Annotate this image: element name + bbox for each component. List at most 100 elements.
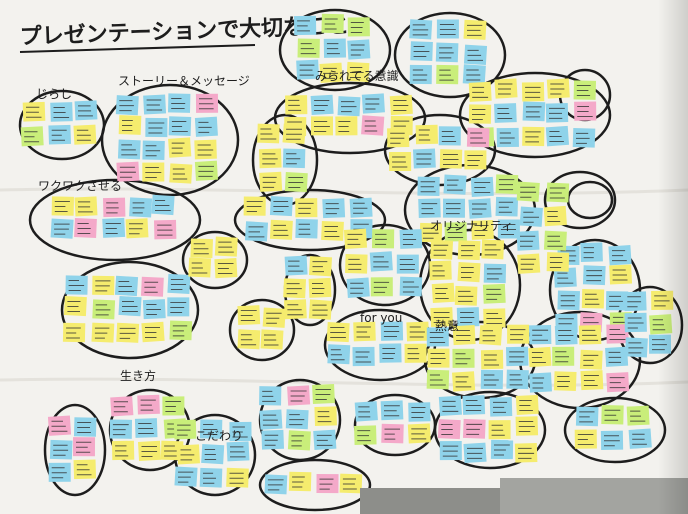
sticky-note <box>361 93 385 114</box>
sticky-note <box>522 101 546 122</box>
sticky-note <box>552 346 575 366</box>
sticky-note <box>543 205 567 227</box>
sticky-note <box>293 15 317 36</box>
sticky-note <box>167 297 190 317</box>
sticky-note <box>529 372 552 393</box>
sticky-note <box>354 401 378 422</box>
sticky-note <box>115 95 139 116</box>
cluster-outline <box>181 230 249 290</box>
sticky-note <box>494 78 518 99</box>
sticky-note <box>322 198 346 219</box>
sticky-note <box>109 419 133 439</box>
sticky-note <box>407 423 431 444</box>
sticky-note <box>543 230 567 251</box>
sticky-note <box>145 117 168 138</box>
sticky-note <box>345 253 368 274</box>
sticky-note <box>194 139 217 160</box>
sticky-note <box>554 325 578 346</box>
cluster-outline <box>258 458 372 512</box>
sticky-note <box>295 218 318 239</box>
sticky-note <box>65 275 88 295</box>
sticky-note <box>201 443 225 465</box>
sticky-note <box>169 320 193 341</box>
sticky-note <box>194 160 218 181</box>
sticky-note <box>462 64 486 85</box>
wall-shadow <box>658 0 688 514</box>
sticky-note <box>462 395 486 415</box>
sticky-note <box>140 276 164 297</box>
sticky-note <box>557 290 580 311</box>
sticky-note <box>168 93 191 113</box>
sticky-note <box>142 140 165 161</box>
sticky-note <box>48 462 71 482</box>
sticky-note <box>438 395 462 416</box>
sticky-note <box>296 59 320 80</box>
sticky-note <box>516 181 540 202</box>
sticky-note <box>578 325 602 345</box>
sticky-note <box>529 325 552 345</box>
cluster-outline <box>543 170 617 230</box>
sticky-note <box>481 239 505 260</box>
cluster-outline <box>458 71 612 159</box>
sticky-note <box>427 348 450 368</box>
sticky-note <box>430 239 454 260</box>
cluster-label: for you <box>360 311 402 325</box>
sticky-note <box>327 344 351 365</box>
cluster-outline <box>383 113 497 187</box>
sticky-note <box>389 151 412 172</box>
sticky-note <box>626 405 650 426</box>
sticky-note <box>177 444 200 465</box>
sticky-note <box>347 17 370 37</box>
sticky-note <box>463 442 487 463</box>
sticky-note <box>129 197 153 218</box>
sticky-note <box>406 321 430 342</box>
sticky-note <box>452 371 476 392</box>
sticky-note <box>244 221 269 242</box>
sticky-note <box>553 267 577 288</box>
sticky-note <box>151 194 175 216</box>
sticky-note <box>495 174 519 195</box>
sticky-note <box>438 126 461 146</box>
sticky-note <box>103 197 126 218</box>
sticky-note <box>321 13 344 34</box>
sticky-note <box>297 38 320 58</box>
sticky-note <box>606 372 630 393</box>
sticky-note <box>72 437 96 457</box>
sticky-note <box>506 369 529 390</box>
sticky-note <box>471 219 494 240</box>
sticky-note <box>628 428 652 449</box>
sticky-note <box>442 198 466 218</box>
sticky-note <box>464 150 487 170</box>
sticky-note <box>194 116 218 137</box>
sticky-note <box>546 182 570 203</box>
sticky-note <box>22 101 46 122</box>
sticky-note <box>347 39 371 60</box>
monitor-edge <box>360 488 520 514</box>
sticky-note <box>288 471 312 492</box>
sticky-note <box>379 343 402 363</box>
sticky-note <box>269 219 293 240</box>
sticky-note <box>282 123 306 144</box>
sticky-note <box>516 230 540 251</box>
sticky-note <box>308 256 333 277</box>
sticky-note <box>468 104 492 124</box>
sticky-note <box>269 196 293 217</box>
sticky-note <box>20 126 44 147</box>
sticky-note <box>545 103 569 123</box>
sticky-note <box>452 348 475 368</box>
sticky-note <box>494 103 517 123</box>
cluster-outline <box>433 390 547 470</box>
sticky-note <box>505 346 529 367</box>
sticky-note <box>257 123 280 144</box>
sticky-note <box>480 369 504 390</box>
sticky-note <box>396 254 419 274</box>
sticky-note <box>601 404 624 425</box>
sticky-note <box>574 101 597 121</box>
sticky-note <box>439 441 462 461</box>
sticky-note <box>308 299 333 320</box>
sticky-notes <box>20 13 674 495</box>
sticky-note <box>496 127 519 148</box>
sticky-note <box>353 321 376 342</box>
cluster-outline <box>393 11 507 99</box>
sticky-note <box>125 218 149 239</box>
